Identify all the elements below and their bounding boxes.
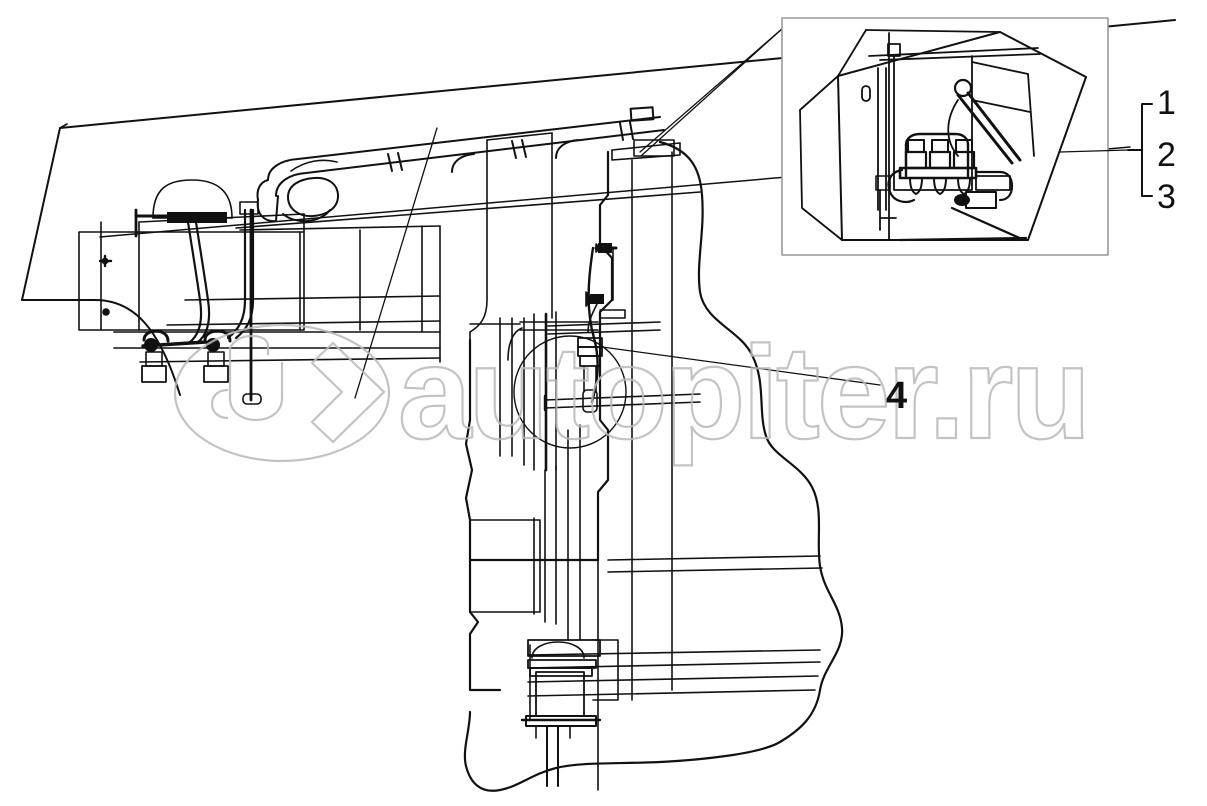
bent-rod: [587, 246, 599, 404]
callout-label-2: 2: [1157, 136, 1176, 174]
callout-label-1: 1: [1157, 84, 1176, 122]
detail-inset: [781, 17, 1109, 256]
callout-bracket: [1059, 103, 1153, 197]
lower-rails: [543, 393, 701, 412]
watermark: autopiter.ru: [173, 318, 1092, 467]
sensor-upper: [594, 243, 618, 301]
left-lower-plate: [113, 225, 441, 363]
callout-label-4: 4: [886, 375, 907, 417]
cross-rails: [469, 309, 661, 335]
solenoid-manifold: [898, 132, 978, 195]
right-body-silhouette: [463, 140, 844, 792]
main-body-outline: [464, 150, 614, 692]
bottom-pump-housing: [520, 639, 619, 787]
watermark-text: autopiter.ru: [398, 319, 1088, 466]
air-cleaner-body: [290, 159, 338, 172]
valve-block-main: [577, 337, 603, 413]
intake-pipe-assembly: [256, 106, 665, 223]
center-panel: [469, 132, 553, 361]
callout-label-3: 3: [1157, 178, 1176, 216]
watermark-logo-icon: [173, 323, 391, 463]
flywheel-disc: [499, 311, 627, 472]
left-tank-assembly: [78, 213, 305, 331]
gearbox-lower: [469, 424, 823, 791]
